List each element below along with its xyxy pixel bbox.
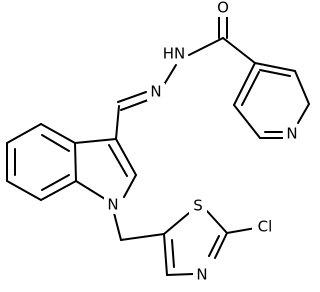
bond-ch2-c5 [120,233,165,241]
bond-n-ch-1 [117,91,147,103]
bond-benz-1 [40,123,76,144]
bond-benz-4 [6,180,42,201]
bond-ind-c3-c2 [115,138,137,176]
atom-bg-hydrazide-nh [160,45,188,63]
bond-thz-c5-s [163,212,190,235]
bond-n1-ch2 [113,212,122,241]
bond-thz-c2-n3 [214,232,228,259]
bond-thz-c2-n3b [208,235,220,257]
atom-bg-chlorine [252,218,278,236]
atom-chlorine-label: Cl [258,218,273,236]
atom-oxygen-label: O [217,0,229,17]
atom-bg-indole-n [104,196,122,214]
atom-bg-thiazole-n [193,266,211,284]
bond-thz-c4-c5b [171,239,175,268]
bond-thz-n3-c4 [166,273,194,276]
bond-c2-cl [226,227,257,234]
bond-ind-n1-c7a [75,180,106,200]
atom-bg-hydrazone-n [147,83,165,101]
bond-pyr-6b [241,71,260,106]
bond-pyr-5 [233,104,261,139]
bond-benz-2 [6,123,42,144]
atom-bg-thiazole-s [189,197,207,215]
bond-c-nh [188,37,224,56]
bond-pyr-1 [254,62,296,72]
bond-pyr-6 [233,62,256,106]
chemical-structure: O HN N N N S N Cl [6,0,310,284]
bond-pyr-2 [294,70,310,105]
atom-label-group: O HN N N N S N Cl [104,0,301,284]
bond-ind-c3-c2b [108,144,128,177]
bond-ch-c3 [115,105,120,140]
bond-thz-c4-c5 [163,233,168,276]
bond-benz-5 [40,180,77,201]
atom-thiazole-n-label: N [196,266,207,284]
atom-hydrazide-nh-label: HN [163,45,186,63]
bond-thz-s-c2 [206,210,228,234]
atom-thiazole-s-label: S [193,197,203,215]
atom-pyridine-n-label: N [286,125,297,143]
bond-c-pyridine [222,37,256,64]
bond-n-ch-2 [120,99,149,111]
atom-bg-oxygen [214,0,232,17]
bond-benz-1b [41,134,70,152]
bond-ind-c2-n1 [123,174,137,198]
bond-ind-c3a-c3 [74,138,117,144]
atom-bg-pyridine-n [283,125,301,143]
atom-indole-n-label: N [107,196,118,214]
bond-benz-5b [41,174,70,191]
bond-pyr-1b [259,69,291,77]
bond-ind-c7a-c3a [74,142,77,182]
structure-canvas: O HN N N N S N Cl [6,0,310,284]
bond-pyr-3 [297,103,310,124]
atom-hydrazone-n-label: N [150,83,161,101]
